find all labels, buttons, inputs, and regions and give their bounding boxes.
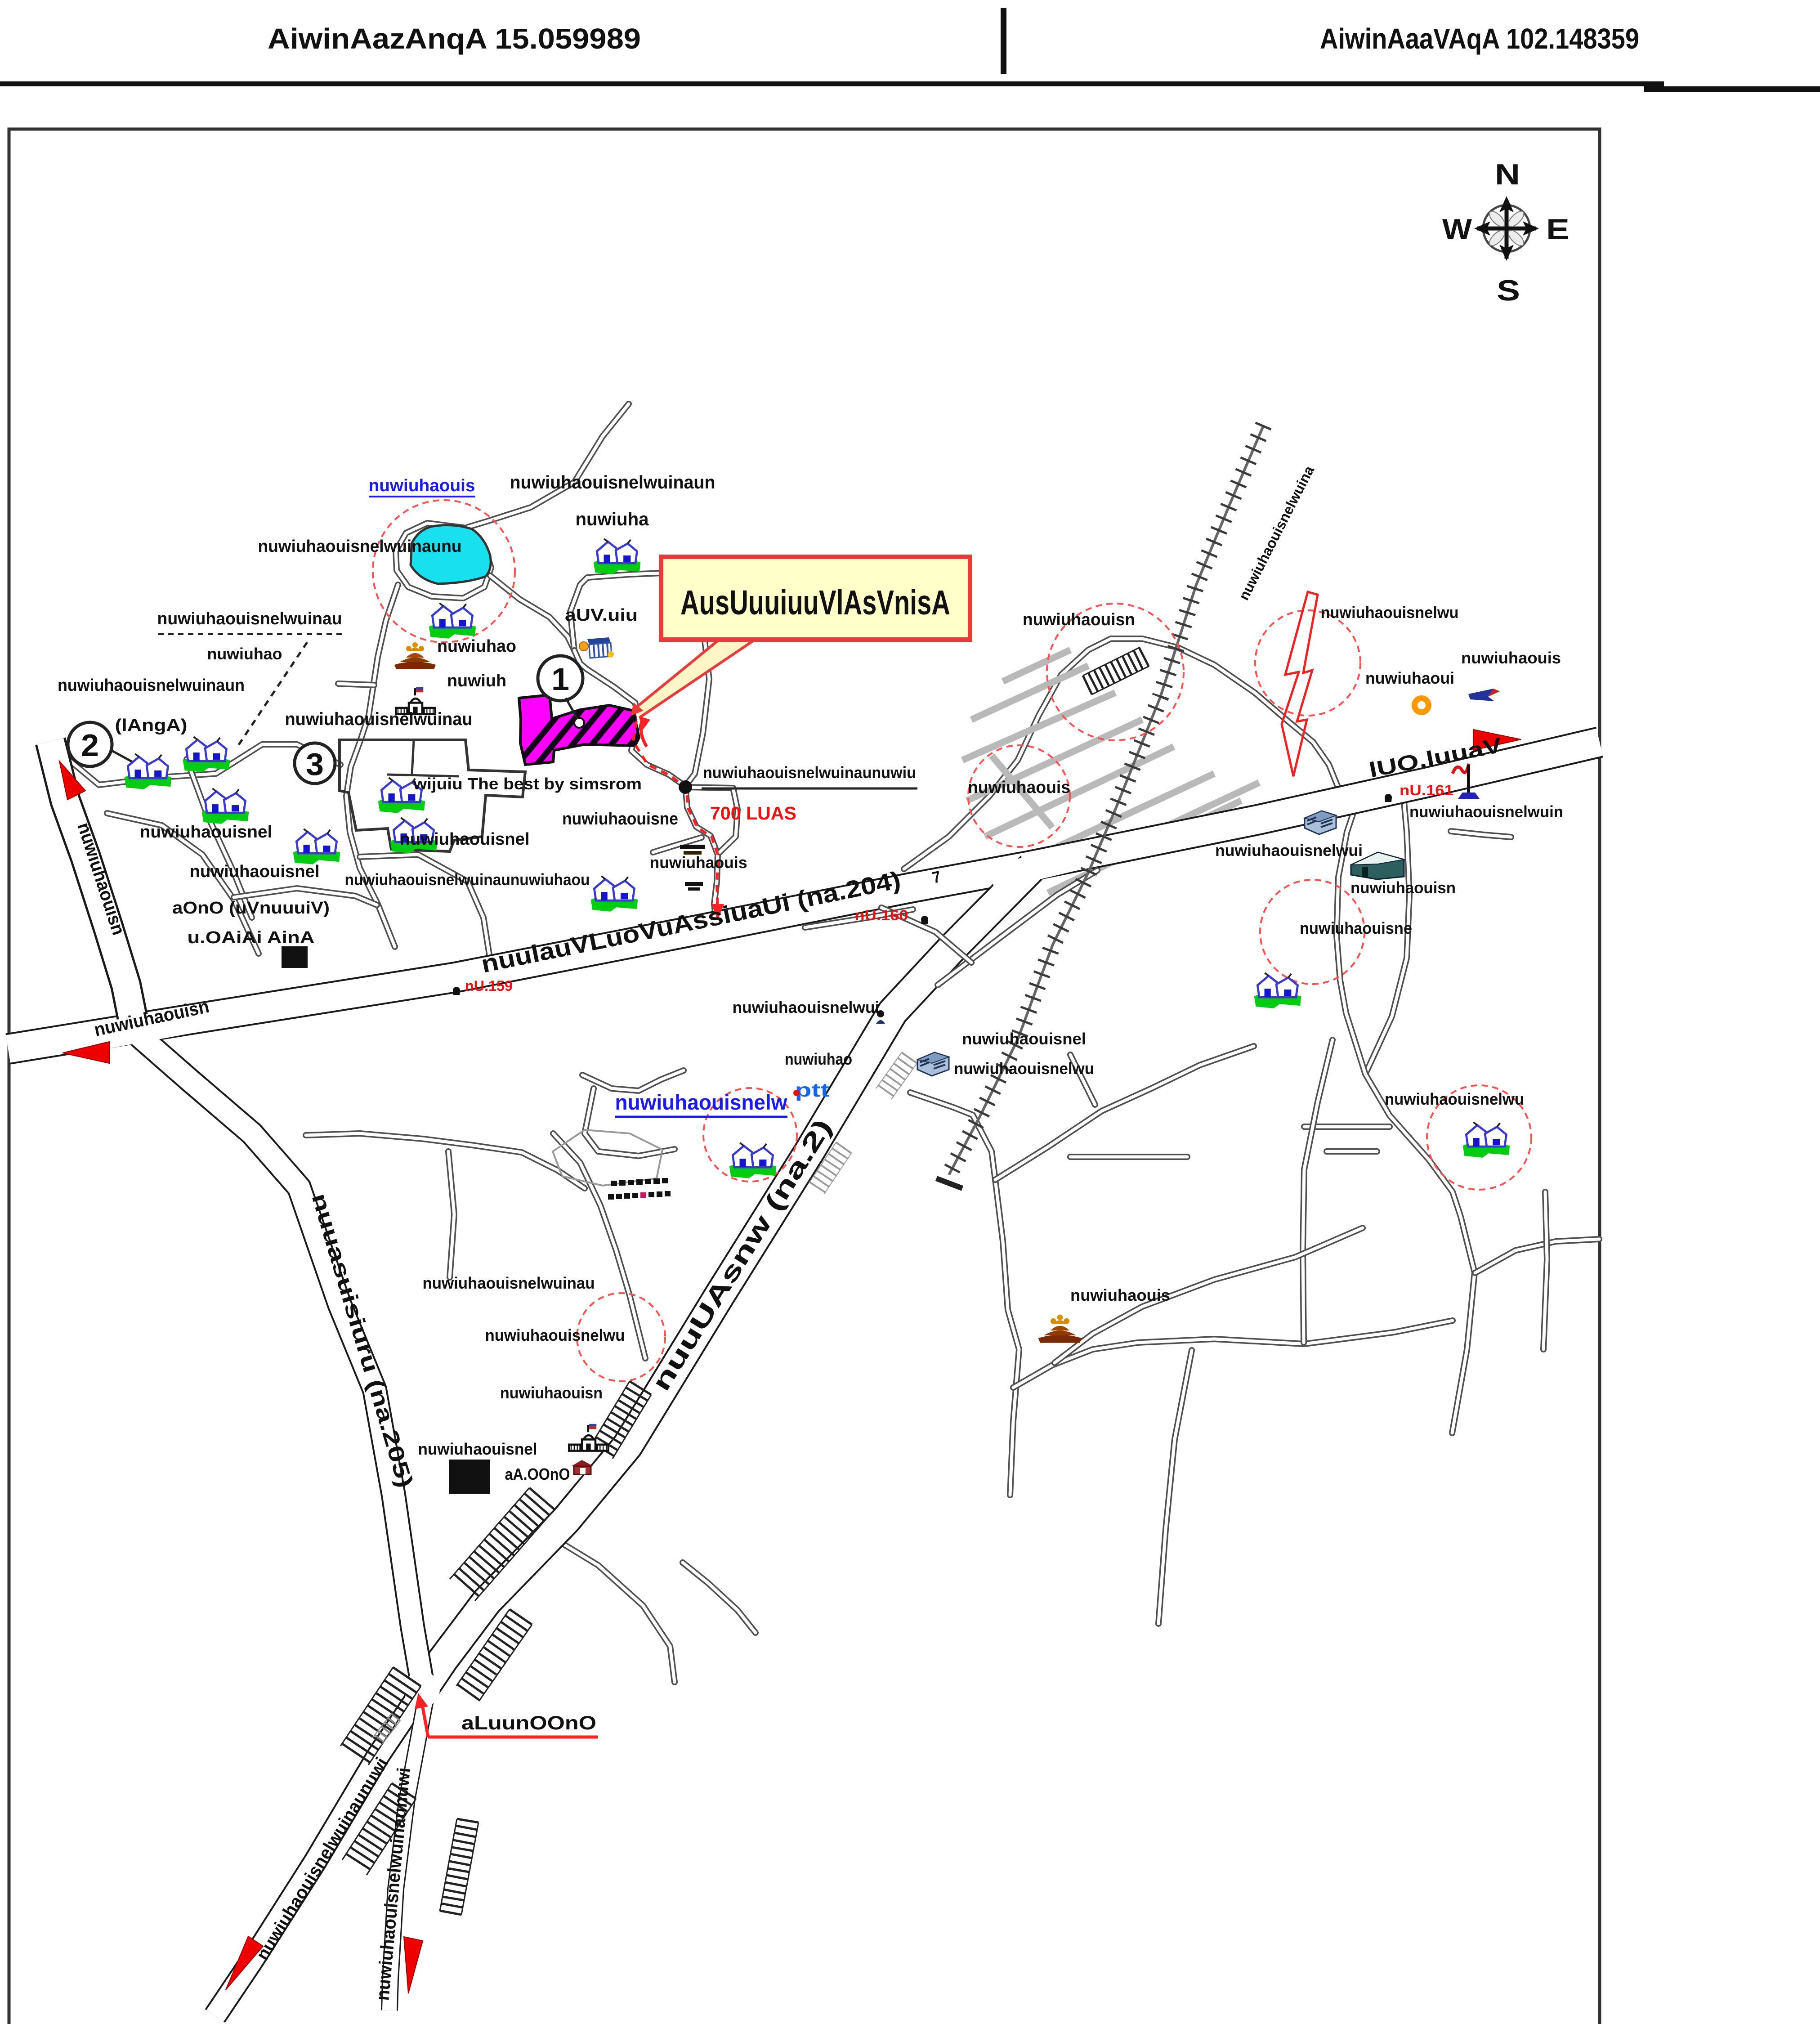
svg-text:aA.OOnO: aA.OOnO <box>505 1465 570 1483</box>
svg-text:nuwiuhaouisne: nuwiuhaouisne <box>1300 919 1412 937</box>
svg-text:AiwinAaaVAqA 102.148359: AiwinAaaVAqA 102.148359 <box>1320 22 1639 55</box>
svg-text:nU.161: nU.161 <box>1400 782 1453 798</box>
svg-text:700 LUAS: 700 LUAS <box>710 803 796 824</box>
svg-text:nuwiuhaouis: nuwiuhaouis <box>1461 649 1561 667</box>
svg-text:3: 3 <box>306 747 324 782</box>
svg-text:nuwiuha: nuwiuha <box>576 509 649 529</box>
svg-text:nuwiuhaouisnelwuinaunuwiu: nuwiuhaouisnelwuinaunuwiu <box>703 763 916 782</box>
svg-text:nuwiuhaouisnelwu: nuwiuhaouisnelwu <box>485 1326 625 1344</box>
svg-text:nuwiuhaoui: nuwiuhaoui <box>1365 669 1454 687</box>
svg-text:nuwiuhaouisnelwuinau: nuwiuhaouisnelwuinau <box>157 609 342 628</box>
svg-text:nuwiuhaouisn: nuwiuhaouisn <box>500 1384 603 1402</box>
svg-text:nU.159: nU.159 <box>465 978 513 994</box>
svg-text:nuwiuhao: nuwiuhao <box>207 645 282 663</box>
svg-text:E: E <box>1546 213 1570 246</box>
svg-text:wijuiu The best by simsrom: wijuiu The best by simsrom <box>413 775 642 793</box>
svg-text:nuwiuhaouisnelwuinau: nuwiuhaouisnelwuinau <box>285 709 473 729</box>
svg-text:nuwiuhaouisnelwui: nuwiuhaouisnelwui <box>733 998 880 1016</box>
svg-text:nuwiuhaouis: nuwiuhaouis <box>650 853 747 872</box>
svg-text:1: 1 <box>551 662 569 697</box>
svg-text:AusUuuiuuVlAsVnisA: AusUuuiuuVlAsVnisA <box>680 583 950 622</box>
svg-text:2: 2 <box>81 728 99 763</box>
svg-text:nuwiuhaouisnelwu: nuwiuhaouisnelwu <box>1321 603 1459 622</box>
svg-text:S: S <box>1497 274 1520 307</box>
svg-text:nuwiuhaouisnelwui: nuwiuhaouisnelwui <box>1215 841 1363 860</box>
svg-text:nuwiuhaouis: nuwiuhaouis <box>968 778 1070 797</box>
svg-text:nuwiuhaouisn: nuwiuhaouisn <box>1350 878 1456 897</box>
svg-text:nuwiuhaouisnelwuinau: nuwiuhaouisnelwuinau <box>423 1274 595 1292</box>
svg-text:nuwiuhaouisnelwuin: nuwiuhaouisnelwuin <box>1409 802 1563 821</box>
svg-text:nuwiuhaouisnel: nuwiuhaouisnel <box>962 1030 1086 1048</box>
svg-text:nuwiuhaouis: nuwiuhaouis <box>369 476 475 495</box>
svg-text:nuwiuhaouisnelwuinaun: nuwiuhaouisnelwuinaun <box>58 676 245 695</box>
svg-text:aUV.uiu: aUV.uiu <box>565 606 638 625</box>
svg-text:nuwiuhaouisne: nuwiuhaouisne <box>562 810 678 828</box>
svg-text:nuwiuh: nuwiuh <box>447 672 506 690</box>
svg-text:nuwiuhaouisnel: nuwiuhaouisnel <box>190 862 320 881</box>
svg-text:nuwiuhaouisnel: nuwiuhaouisnel <box>140 823 273 842</box>
svg-text:nuwiuhaouisnelwuinaunu: nuwiuhaouisnelwuinaunu <box>258 537 462 556</box>
svg-text:nuwiuhaouisn: nuwiuhaouisn <box>1023 610 1135 629</box>
svg-text:nuwiuhaouisnel: nuwiuhaouisnel <box>400 830 530 849</box>
svg-text:nuwiuhaouisnelw: nuwiuhaouisnelw <box>615 1090 787 1114</box>
svg-text:AiwinAazAnqA 15.059989: AiwinAazAnqA 15.059989 <box>268 22 641 55</box>
svg-text:N: N <box>1495 158 1520 191</box>
svg-text:aOnO (uVnuuuiV): aOnO (uVnuuuiV) <box>172 899 330 918</box>
svg-text:nuwiuhao: nuwiuhao <box>437 637 516 656</box>
svg-text:u.OAiAi AinA: u.OAiAi AinA <box>188 928 315 947</box>
svg-text:nuwiuhaouisnelwu: nuwiuhaouisnelwu <box>954 1059 1094 1078</box>
svg-text:nuwiuhaouisnel: nuwiuhaouisnel <box>418 1440 537 1458</box>
svg-text:W: W <box>1442 213 1472 246</box>
svg-text:nU.160: nU.160 <box>855 907 908 923</box>
svg-text:aLuunOOnO: aLuunOOnO <box>461 1712 596 1734</box>
svg-text:nuwiuhao: nuwiuhao <box>785 1050 852 1068</box>
svg-text:nuwiuhaouisnelwuinaunuwiuhaou: nuwiuhaouisnelwuinaunuwiuhaou <box>345 870 590 889</box>
svg-text:ptt: ptt <box>795 1079 830 1101</box>
svg-text:nuwiuhaouis: nuwiuhaouis <box>1070 1286 1170 1304</box>
svg-text:nuwiuhaouisnelwuinaun: nuwiuhaouisnelwuinaun <box>510 472 715 493</box>
svg-text:nuwiuhaouisnelwu: nuwiuhaouisnelwu <box>1385 1090 1524 1108</box>
svg-text:(lAngA): (lAngA) <box>115 716 188 735</box>
